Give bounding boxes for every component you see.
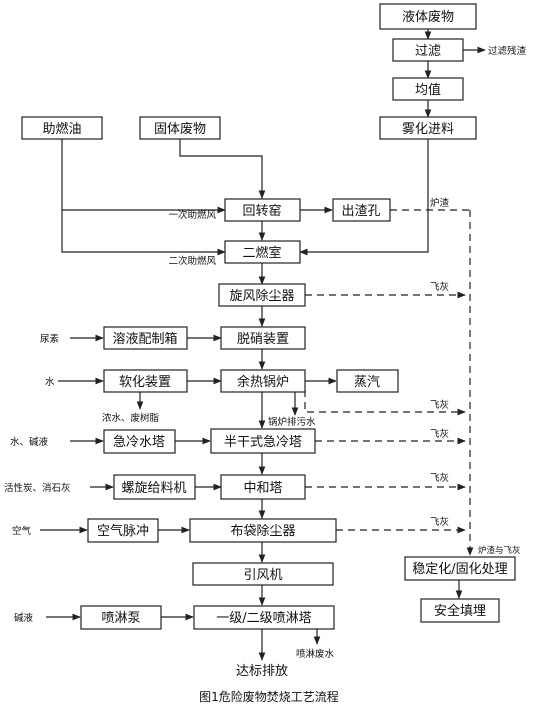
label-fly-ash-neutralizer: 飞灰 [430, 472, 449, 484]
box-bag-filter-label: 布袋除尘器 [230, 524, 295, 539]
box-neutralizer: 中和塔 [220, 474, 306, 500]
box-atomize-feed-label: 雾化进料 [402, 122, 454, 137]
box-bag-filter: 布袋除尘器 [189, 518, 337, 543]
box-solution-tank-label: 溶液配制箱 [112, 331, 177, 347]
box-semi-dry-quench: 半干式急冷塔 [210, 428, 316, 454]
label-fly-ash-bag: 飞灰 [430, 516, 449, 528]
box-screw-feeder: 螺旋给料机 [113, 474, 196, 500]
label-water-alkali: 水、碱液 [10, 436, 49, 448]
box-steam-label: 蒸汽 [354, 375, 380, 390]
box-softener: 软化装置 [103, 369, 188, 393]
box-induced-fan: 引风机 [192, 562, 334, 586]
label-fly-ash-cyclone: 飞灰 [430, 281, 449, 293]
box-stabilization-label: 稳定化/固化处理 [412, 561, 507, 577]
box-spray-tower-label: 一级/二级喷淋塔 [216, 611, 311, 626]
label-filter-residue: 过滤残渣 [488, 45, 527, 57]
box-aux-fuel-label: 助燃油 [42, 121, 81, 137]
box-aux-fuel: 助燃油 [21, 116, 103, 140]
box-cyclone: 旋风除尘器 [218, 283, 306, 307]
box-spray-pump-label: 喷淋泵 [101, 611, 140, 626]
box-rotary-kiln-label: 回转窑 [242, 203, 281, 219]
box-filter: 过滤 [392, 38, 464, 62]
box-denitration: 脱硝装置 [220, 326, 306, 350]
box-semi-dry-quench-label: 半干式急冷塔 [224, 435, 302, 450]
label-water: 水 [45, 376, 55, 388]
box-solid-waste-label: 固体废物 [154, 121, 206, 137]
box-atomize-feed: 雾化进料 [379, 116, 477, 140]
dashed-connectors [304, 209, 474, 556]
box-induced-fan-label: 引风机 [243, 568, 282, 583]
box-secondary-chamber: 二燃室 [224, 240, 301, 264]
label-fly-ash-boiler: 飞灰 [430, 399, 449, 411]
box-neutralizer-label: 中和塔 [243, 481, 282, 496]
box-quench-tower-label: 急冷水塔 [113, 435, 165, 450]
box-cyclone-label: 旋风除尘器 [229, 289, 294, 304]
box-screw-feeder-label: 螺旋给料机 [121, 481, 186, 496]
figure-caption: 图1危险废物焚烧工艺流程 [199, 689, 339, 704]
label-carbon-lime: 活性炭、消石灰 [4, 482, 71, 494]
label-spray-wastewater: 喷淋废水 [296, 648, 335, 660]
box-rotary-kiln: 回转窑 [224, 198, 301, 222]
box-spray-pump: 喷淋泵 [80, 605, 162, 630]
box-denitration-label: 脱硝装置 [237, 332, 289, 347]
box-air-pulse-label: 空气脉冲 [97, 523, 149, 539]
box-homogenize-label: 均值 [415, 82, 441, 98]
label-primary-air: 一次助燃风 [168, 209, 216, 221]
solid-connectors [40, 29, 486, 661]
box-slag-outlet: 出渣孔 [332, 198, 391, 222]
box-waste-heat-boiler: 余热锅炉 [220, 369, 306, 393]
box-spray-tower: 一级/二级喷淋塔 [193, 605, 335, 630]
box-quench-tower: 急冷水塔 [103, 429, 176, 454]
label-boiler-blowdown: 锅炉排污水 [268, 416, 316, 428]
box-landfill: 安全填埋 [420, 598, 500, 623]
label-discharge: 达标排放 [236, 664, 288, 679]
label-slag-and-ash: 炉渣与飞灰 [478, 545, 521, 556]
box-solution-tank: 溶液配制箱 [103, 326, 188, 350]
label-secondary-air: 二次助燃风 [168, 255, 216, 267]
box-solid-waste: 固体废物 [139, 116, 221, 140]
box-stabilization: 稳定化/固化处理 [404, 556, 516, 581]
label-urea: 尿素 [40, 333, 60, 345]
label-brine-resin: 浓水、废树脂 [102, 412, 160, 424]
box-steam: 蒸汽 [336, 369, 399, 393]
label-alkali: 碱液 [14, 612, 34, 624]
label-air: 空气 [12, 525, 32, 537]
box-homogenize: 均值 [392, 77, 464, 101]
box-waste-heat-boiler-label: 余热锅炉 [237, 374, 289, 390]
box-slag-outlet-label: 出渣孔 [341, 204, 380, 219]
box-liquid-waste: 液体废物 [379, 3, 477, 30]
labels: 过滤残渣 一次助燃风 二次助燃风 炉渣 飞灰 飞灰 飞灰 飞灰 飞灰 尿素 水 … [4, 45, 527, 679]
box-landfill-label: 安全填埋 [434, 603, 486, 619]
label-fly-ash-quench: 飞灰 [430, 428, 449, 440]
box-secondary-chamber-label: 二燃室 [242, 245, 281, 261]
label-furnace-slag: 炉渣 [430, 197, 450, 209]
box-filter-label: 过滤 [415, 44, 441, 59]
box-air-pulse: 空气脉冲 [87, 518, 159, 543]
box-liquid-waste-label: 液体废物 [402, 9, 454, 25]
box-softener-label: 软化装置 [119, 375, 171, 390]
